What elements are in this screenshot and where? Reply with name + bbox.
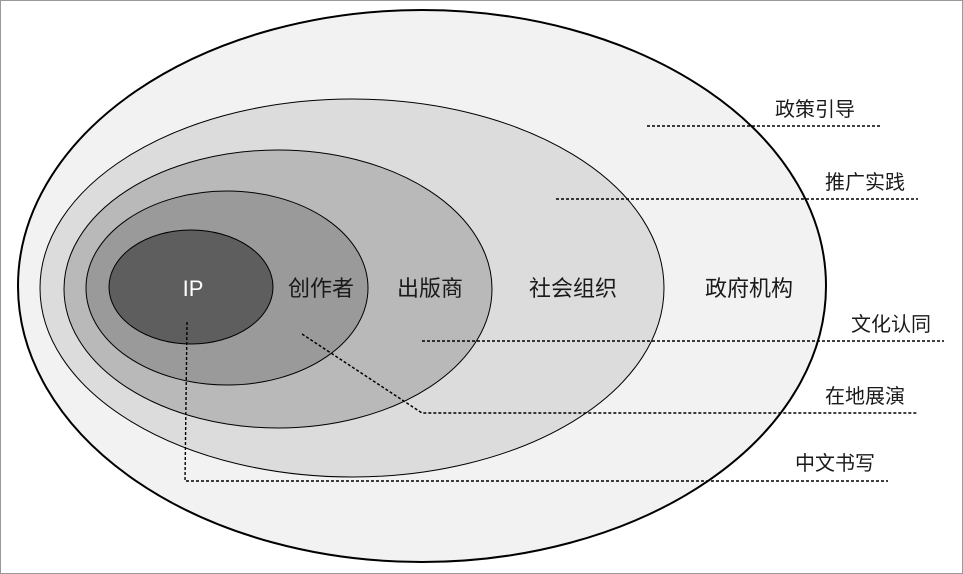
leader-chinese-writing (184, 321, 888, 482)
annotation-promotion-practice: 推广实践 (825, 170, 905, 194)
annotation-chinese-writing: 中文书写 (795, 451, 875, 475)
layer-creator-label: 创作者 (288, 277, 354, 302)
layer-ip-ellipse (108, 229, 274, 345)
layer-ip-label: IP (183, 276, 204, 301)
leader-local-adaptation (301, 333, 918, 414)
annotation-policy-guidance: 政策引导 (775, 97, 855, 121)
annotation-local-adaptation: 在地展演 (825, 384, 905, 408)
annotation-cultural-identity: 文化认同 (851, 312, 931, 336)
layer-social-org-label: 社会组织 (529, 277, 617, 302)
layer-publisher-label: 出版商 (397, 277, 463, 302)
layer-government-label: 政府机构 (705, 277, 793, 302)
